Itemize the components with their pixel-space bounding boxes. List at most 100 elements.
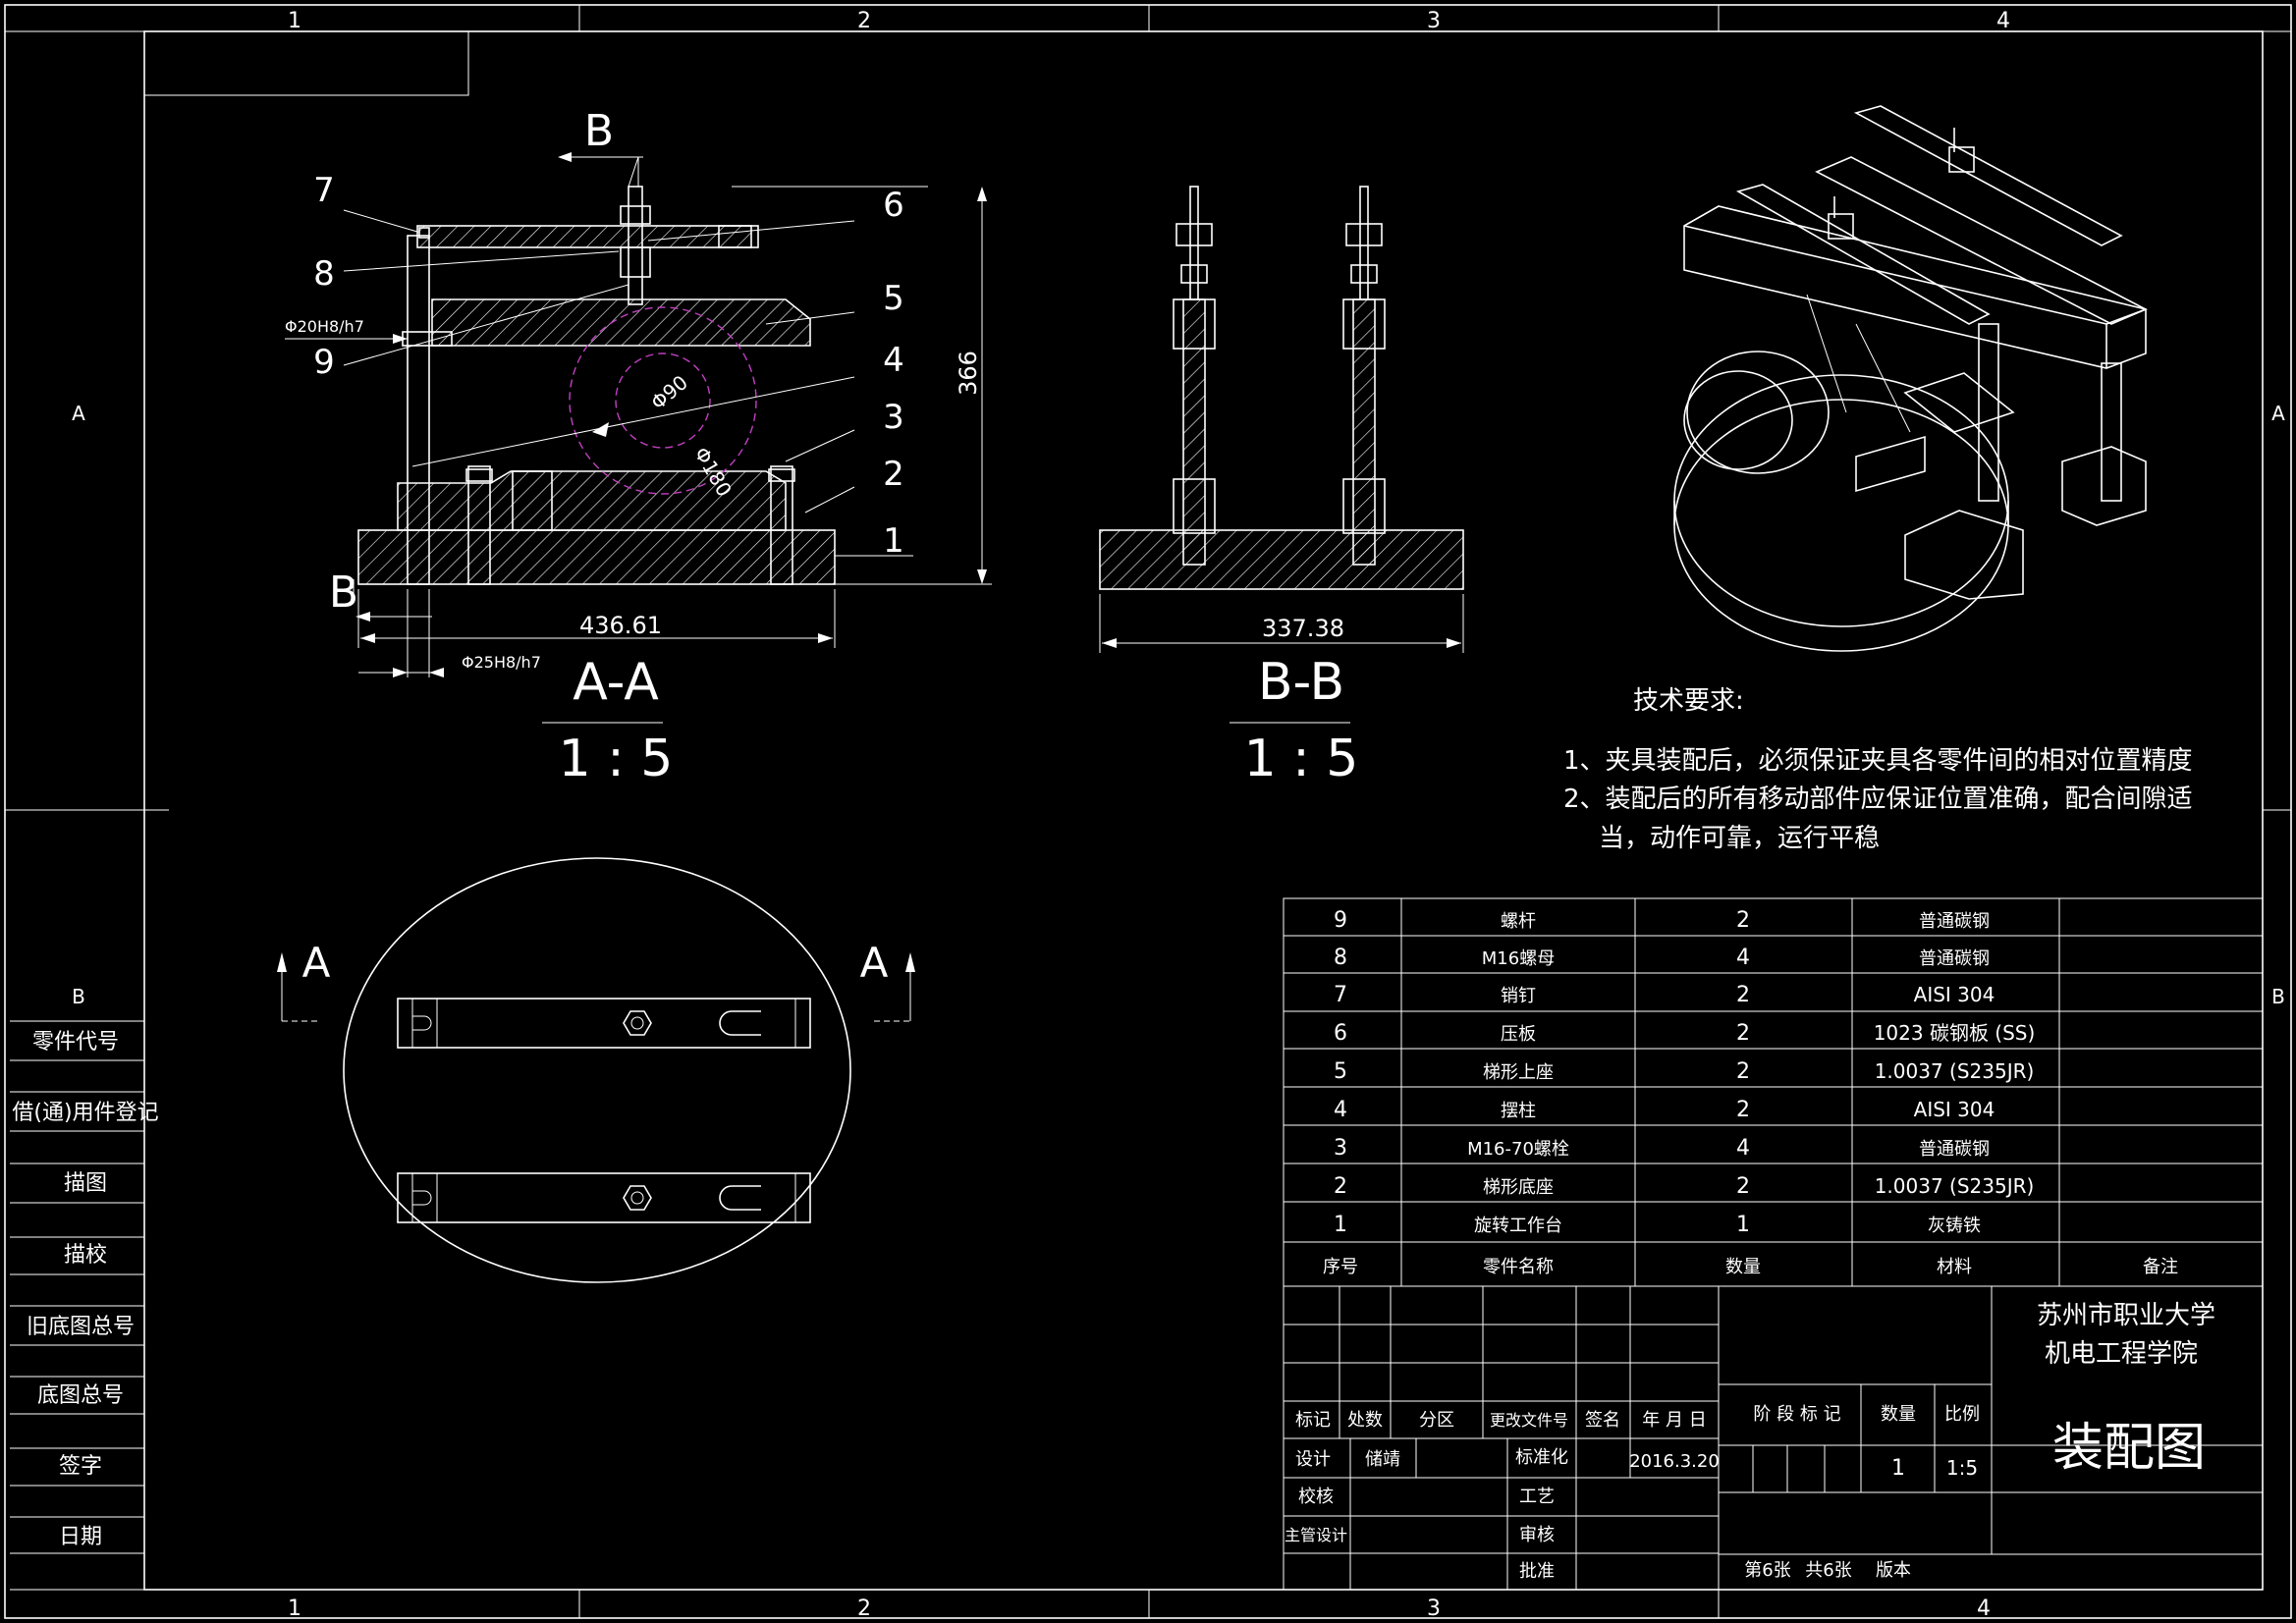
inner-dia-circle [615,352,711,449]
bom-r4-mat: 1023 碳钢板 (SS) [1874,1021,2036,1045]
bom-r1-name: 螺杆 [1501,911,1536,932]
rev-header-count: 处数 [1347,1410,1383,1431]
sheet-frame [4,4,2292,1619]
side-row-old-master-no: 旧底图总号 [27,1315,135,1339]
zone-top-1: 1 [288,9,301,33]
version-label: 版本 [1876,1560,1911,1581]
qty-label: 数量 [1881,1404,1916,1425]
dia-small: Φ90 [646,370,692,414]
view-title-bb: B-B [1258,653,1344,712]
tech-item-2-cont: 当，动作可靠，运行平稳 [1599,824,1880,853]
tech-requirements: 技术要求: 1、夹具装配后，必须保证夹具各零件间的相对位置精度 2、装配后的所有… [1563,686,2193,853]
upper-trapezoid-seat [431,298,811,347]
bom-table: 9 螺杆 2 普通碳钢 8 M16螺母 4 普通碳钢 7 销钉 2 AISI 3… [1283,897,2264,1287]
balloon-9: 9 [313,343,335,382]
rev-header-zone: 分区 [1419,1410,1454,1431]
rev-header-sign: 签名 [1585,1410,1620,1431]
dim-width-bb: 337.38 [1262,615,1344,642]
bom-header-remark: 备注 [2143,1257,2178,1277]
standard-label: 标准化 [1515,1447,1568,1468]
bom-r8-no: 2 [1334,1174,1347,1199]
side-row-part-code: 零件代号 [32,1030,119,1055]
side-row-borrow-register: 借(通)用件登记 [12,1101,158,1125]
isometric-view [1673,105,2148,652]
zone-side-a-left: A [72,402,85,425]
bom-r8-qty: 2 [1736,1174,1750,1199]
bom-r7-no: 3 [1334,1136,1347,1161]
zone-bottom-3: 3 [1427,1596,1441,1621]
base-plate-bb [1099,529,1464,590]
side-row-master-no: 底图总号 [37,1383,124,1408]
bolt-right [770,465,793,585]
zone-bottom-2: 2 [857,1596,871,1621]
bom-r5-mat: 1.0037 (S235JR) [1875,1059,2035,1083]
tech-item-2: 2、装配后的所有移动部件应保证位置准确，配合间隙适 [1563,784,2193,814]
bom-r6-mat: AISI 304 [1914,1098,1995,1121]
bom-r9-qty: 1 [1736,1213,1750,1237]
stage-label: 阶 段 标 记 [1753,1404,1840,1425]
title-block: 苏州市职业大学 机电工程学院 装配图 标记 处数 分区 更改文件号 签名 年 月… [1283,1285,2264,1591]
zone-side-b-left: B [72,985,85,1008]
bom-r5-no: 5 [1334,1059,1347,1084]
screw-rod [628,186,643,305]
bom-r6-name: 摆柱 [1501,1101,1536,1121]
designer-name: 储靖 [1365,1449,1400,1470]
pin-bar [407,235,430,585]
section-view-aa: 7 8 9 6 5 4 3 2 1 B B Φ20H8/h7 Φ25H8/h7 … [285,106,992,788]
rev-header-mark: 标记 [1295,1410,1331,1431]
bom-header-no: 序号 [1323,1257,1358,1277]
balloon-5: 5 [883,279,904,318]
zone-top-4: 4 [1996,9,2010,33]
design-date: 2016.3.20 [1629,1451,1720,1472]
bom-r2-qty: 4 [1736,946,1750,970]
bom-r3-mat: AISI 304 [1914,983,1995,1006]
bom-r4-no: 6 [1334,1021,1347,1046]
bom-r5-name: 梯形上座 [1483,1062,1554,1083]
balloon-2: 2 [883,455,904,494]
section-mark-b-top: B [584,106,614,156]
bom-header-qty: 数量 [1725,1257,1761,1277]
bom-r4-name: 压板 [1501,1024,1536,1045]
clamp-plate [416,225,752,248]
bom-r9-name: 旋转工作台 [1474,1216,1562,1236]
plan-clamp-top [397,998,811,1049]
plan-view: A A [277,857,915,1283]
process-label: 工艺 [1519,1487,1555,1507]
bom-r7-mat: 普通碳钢 [1919,1139,1990,1160]
total-sheets-label: 共6张 [1805,1560,1851,1581]
zone-labels: 1 2 3 4 1 2 3 4 A B A B [72,9,2285,1621]
bom-r1-qty: 2 [1736,908,1750,933]
bom-r5-qty: 2 [1736,1059,1750,1084]
view-scale-bb: 1 : 5 [1244,730,1359,788]
zone-bottom-1: 1 [288,1596,301,1621]
balloon-labels-aa: 7 8 9 6 5 4 3 2 1 [313,171,904,561]
rev-header-doc-no: 更改文件号 [1490,1411,1568,1430]
section-view-bb: 337.38 B-B 1 : 5 [1099,186,1464,788]
bom-r6-no: 4 [1334,1098,1347,1122]
bom-r7-qty: 4 [1736,1136,1750,1161]
approve-label: 批准 [1519,1561,1555,1582]
fit-top-label: Φ20H8/h7 [285,317,364,336]
side-row-trace-check: 描校 [64,1243,107,1268]
tech-item-1: 1、夹具装配后，必须保证夹具各零件间的相对位置精度 [1563,746,2193,776]
balloon-7: 7 [313,171,335,210]
rev-header-date: 年 月 日 [1642,1410,1706,1431]
section-mark-a-left: A [302,939,331,987]
bom-r3-name: 销钉 [1501,986,1536,1006]
bom-r8-name: 梯形底座 [1483,1177,1554,1198]
bom-r8-mat: 1.0037 (S235JR) [1875,1174,2035,1198]
dim-height-aa: 366 [955,351,982,396]
drawing-title: 装配图 [2052,1419,2206,1478]
scale-value: 1:5 [1946,1456,1978,1480]
school-name: 苏州市职业大学 [2037,1301,2215,1330]
view-scale-aa: 1 : 5 [559,730,674,788]
side-row-tracing: 描图 [64,1171,107,1196]
bom-r3-no: 7 [1334,983,1347,1007]
column-left [1182,298,1206,566]
fit-bottom-label: Φ25H8/h7 [462,653,541,672]
bom-r9-no: 1 [1334,1213,1347,1237]
bom-r6-qty: 2 [1736,1098,1750,1122]
side-block: 零件代号 借(通)用件登记 描图 描校 旧底图总号 底图总号 签字 日期 [10,1020,159,1591]
base-plate-aa [357,529,836,585]
scale-label: 比例 [1944,1404,1980,1425]
